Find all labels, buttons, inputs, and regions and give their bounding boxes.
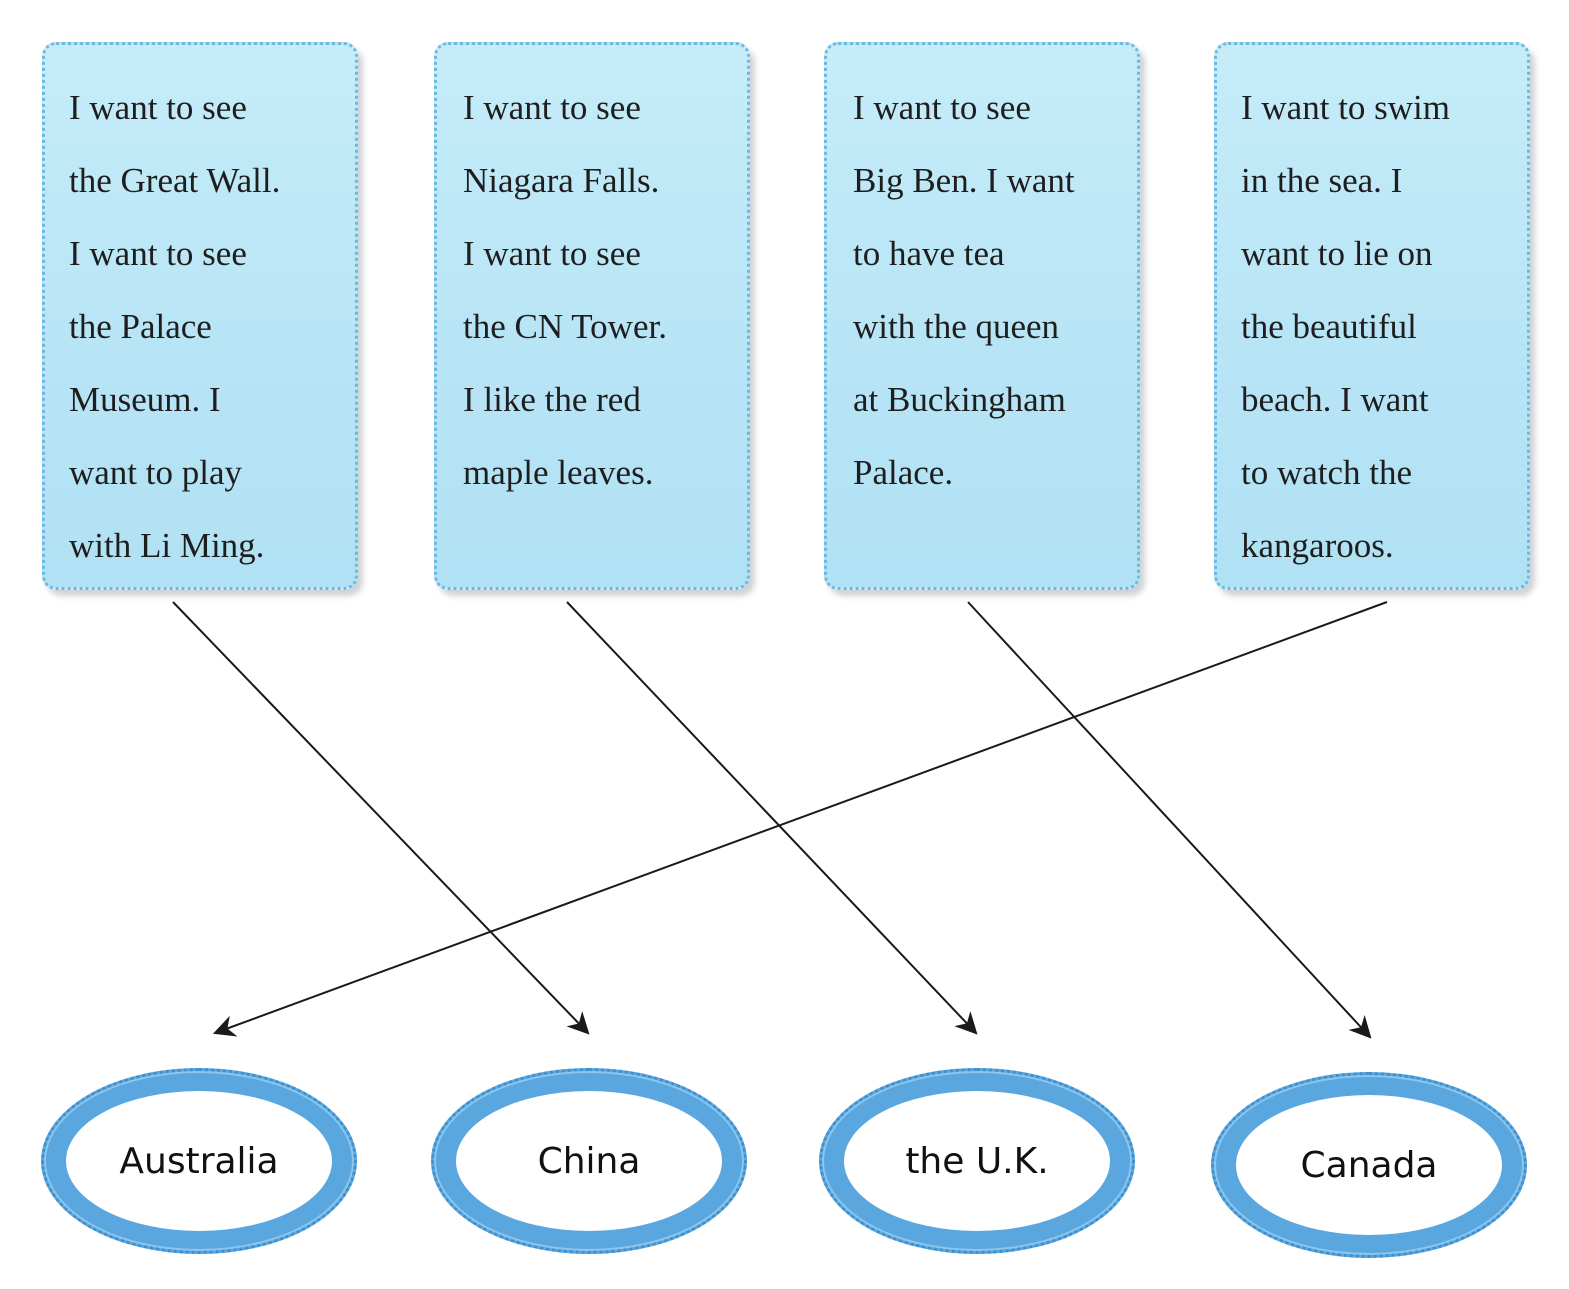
arrow-card2-to-uk — [566, 601, 978, 1035]
card-line: the beautiful — [1241, 307, 1417, 346]
card-line: I want to see — [463, 88, 641, 127]
country-label: Canada — [1300, 1144, 1438, 1186]
country-oval-china: China — [431, 1068, 747, 1254]
card-line: to have tea — [853, 234, 1005, 273]
oval-inner: Australia — [66, 1091, 332, 1231]
arrow-card1-to-china — [172, 601, 590, 1035]
card-line: I want to see — [463, 234, 641, 273]
card-line: Big Ben. I want — [853, 161, 1075, 200]
card-line: maple leaves. — [463, 453, 654, 492]
card-line: beach. I want — [1241, 380, 1429, 419]
card-line: the CN Tower. — [463, 307, 667, 346]
card-line: the Great Wall. — [69, 161, 281, 200]
card-line: Palace. — [853, 453, 954, 492]
card-line: I want to see — [853, 88, 1031, 127]
arrow-card3-to-canada — [967, 601, 1372, 1039]
card-2: I want to see Niagara Falls. I want to s… — [434, 42, 750, 590]
card-line: the Palace — [69, 307, 212, 346]
card-3: I want to see Big Ben. I want to have te… — [824, 42, 1140, 590]
country-label: the U.K. — [905, 1140, 1049, 1182]
country-oval-uk: the U.K. — [819, 1068, 1135, 1254]
country-oval-canada: Canada — [1211, 1072, 1527, 1258]
oval-inner: China — [456, 1091, 722, 1231]
oval-inner: the U.K. — [844, 1091, 1110, 1231]
arrow-card4-to-australia — [212, 601, 1388, 1037]
card-line: Museum. I — [69, 380, 221, 419]
card-4: I want to swim in the sea. I want to lie… — [1214, 42, 1530, 590]
card-line: to watch the — [1241, 453, 1413, 492]
card-line: I want to see — [69, 88, 247, 127]
country-label: China — [537, 1140, 641, 1182]
card-line: with Li Ming. — [69, 526, 265, 565]
country-label: Australia — [119, 1140, 279, 1182]
card-line: I want to see — [69, 234, 247, 273]
card-line: Niagara Falls. — [463, 161, 660, 200]
card-1: I want to see the Great Wall. I want to … — [42, 42, 358, 590]
card-line: in the sea. I — [1241, 161, 1403, 200]
oval-inner: Canada — [1236, 1095, 1502, 1235]
card-line: want to play — [69, 453, 243, 492]
card-line: I want to swim — [1241, 88, 1451, 127]
card-line: want to lie on — [1241, 234, 1433, 273]
country-oval-australia: Australia — [41, 1068, 357, 1254]
card-line: with the queen — [853, 307, 1060, 346]
card-line: I like the red — [463, 380, 641, 419]
card-line: kangaroos. — [1241, 526, 1394, 565]
card-line: at Buckingham — [853, 380, 1066, 419]
